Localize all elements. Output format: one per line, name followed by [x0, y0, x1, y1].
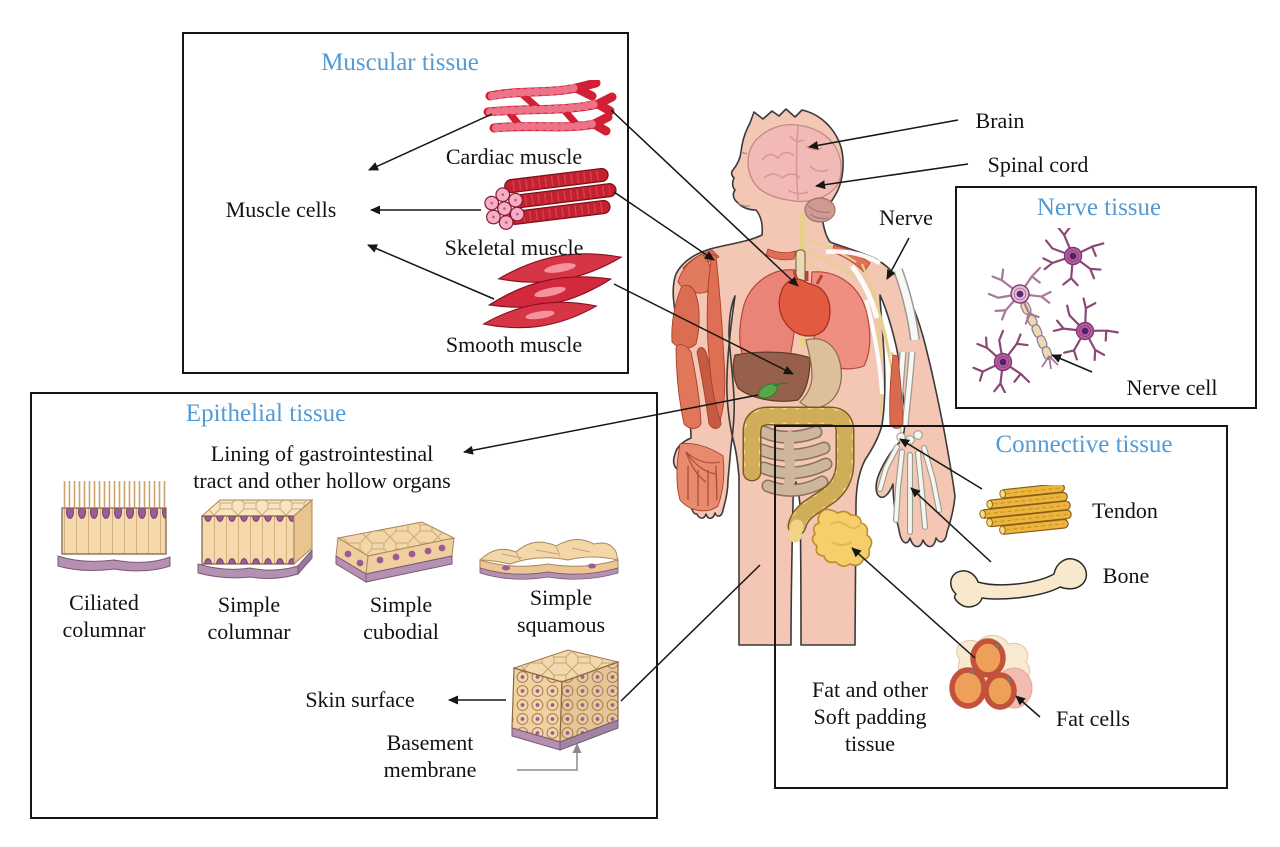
label-line: Simple: [369, 592, 433, 617]
label-line: Simple: [217, 592, 281, 617]
cardiac-muscle-label: Cardiac muscle: [445, 144, 583, 169]
simple-squamous-illustration: [478, 539, 619, 580]
brain-label: Brain: [975, 108, 1025, 133]
fat-soft-padding-label: Fat and other Soft padding tissue: [812, 676, 928, 757]
muscle-cells-label: Muscle cells: [225, 197, 337, 222]
lining-label: Lining of gastrointestinal tract and oth…: [193, 440, 450, 494]
spinal-cord-and-nerves: [799, 213, 903, 445]
liver-illustration: [732, 351, 811, 402]
lungs-illustration: [739, 269, 871, 370]
face-detail: [737, 151, 751, 207]
label-line: Fat and other: [811, 677, 929, 702]
label-line: Soft padding: [813, 704, 927, 729]
label-line: Simple: [529, 585, 593, 610]
nerve-cell-label: Nerve cell: [1126, 375, 1218, 400]
neuron: [965, 324, 1039, 393]
trachea: [795, 249, 806, 293]
neuron: [1041, 289, 1128, 375]
neuron-light: [982, 258, 1058, 332]
simple-cuboidal-label: Simple cubodial: [363, 591, 439, 645]
nerve-arrow: [886, 237, 910, 280]
neuron-cluster-illustration: [965, 228, 1128, 393]
spinal-cord-arrow: [815, 163, 969, 190]
label-line: squamous: [517, 612, 605, 637]
label-line: tissue: [844, 731, 896, 756]
label-line: Ciliated: [69, 590, 139, 615]
spinal-cord-label: Spinal cord: [987, 152, 1089, 177]
skeletal-muscle-illustration: [484, 167, 617, 230]
brain-arrow: [808, 119, 959, 150]
nerve-tissue-box: [955, 186, 1257, 409]
cardiac-muscle-illustration: [483, 80, 617, 136]
label-line: cubodial: [363, 619, 439, 644]
epithelial-tissue-title: Epithelial tissue: [185, 400, 347, 427]
fat-cells-label: Fat cells: [1056, 706, 1130, 731]
heart-illustration: [778, 270, 831, 337]
left-arm-muscles: [671, 253, 726, 512]
label-line: columnar: [207, 619, 291, 644]
tendon-label: Tendon: [1092, 498, 1158, 523]
lining-label-line2: tract and other hollow organs: [193, 468, 451, 493]
skin-epithelium-illustration: [511, 649, 620, 751]
skeletal-to-arm-line: [613, 191, 715, 261]
stomach-illustration: [799, 338, 842, 409]
cardiac-to-heart-line: [610, 109, 799, 287]
basement-membrane-label: Basement membrane: [384, 729, 477, 783]
fat-cells-illustration: [949, 635, 1033, 710]
ciliated-columnar-illustration: [57, 481, 171, 572]
lining-label-line1: Lining of gastrointestinal: [210, 441, 434, 466]
nerve-label: Nerve: [879, 205, 933, 230]
simple-columnar-label: Simple columnar: [207, 591, 290, 645]
simple-columnar-illustration: [197, 498, 314, 579]
nerve-tissue-title: Nerve tissue: [1036, 194, 1162, 221]
smooth-to-intestine-line: [613, 283, 794, 375]
brain-illustration: [747, 123, 842, 223]
label-line: Basement: [386, 730, 474, 755]
simple-cuboidal-illustration: [335, 521, 456, 583]
label-line: membrane: [383, 757, 477, 782]
smooth-muscle-illustration: [482, 253, 623, 329]
label-line: columnar: [62, 617, 146, 642]
tendon-illustration: [979, 485, 1072, 535]
ciliated-columnar-label: Ciliated columnar: [62, 589, 145, 643]
skeletal-muscle-label: Skeletal muscle: [444, 235, 584, 260]
bone-label: Bone: [1102, 563, 1150, 588]
gallbladder-illustration: [758, 382, 789, 399]
shoulder-muscles: [682, 244, 871, 278]
simple-squamous-label: Simple squamous: [517, 584, 605, 638]
connective-tissue-title: Connective tissue: [995, 431, 1173, 458]
bone-illustration: [950, 558, 1088, 608]
neuron: [1035, 228, 1111, 294]
muscular-tissue-title: Muscular tissue: [321, 49, 479, 76]
smooth-muscle-label: Smooth muscle: [445, 332, 583, 357]
axon-with-myelin: [1020, 299, 1059, 370]
clavicle-bones: [825, 249, 884, 395]
skin-surface-label: Skin surface: [305, 687, 415, 712]
